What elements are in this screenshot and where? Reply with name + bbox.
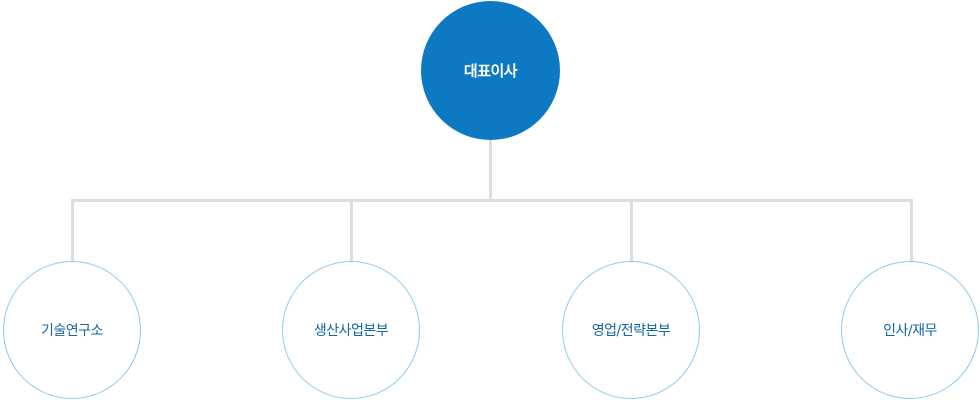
branch-drop-line-2 [350,199,353,262]
hr-finance-node: 인사/재무 [841,261,979,399]
branch-drop-line-1 [71,199,74,262]
horizontal-branch-line [71,199,913,202]
research-lab-node: 기술연구소 [3,261,141,399]
ceo-node: 대표이사 [421,1,560,140]
production-division-node: 생산사업본부 [282,261,420,399]
sales-strategy-division-node-label: 영업/전략본부 [591,323,671,339]
production-division-node-label: 생산사업본부 [313,323,389,339]
research-lab-node-label: 기술연구소 [41,323,103,339]
branch-drop-line-4 [910,199,913,262]
branch-drop-line-3 [630,199,633,262]
sales-strategy-division-node: 영업/전략본부 [562,261,700,399]
ceo-node-label: 대표이사 [463,62,518,80]
hr-finance-node-label: 인사/재무 [883,323,937,339]
root-stem-line [489,140,492,202]
